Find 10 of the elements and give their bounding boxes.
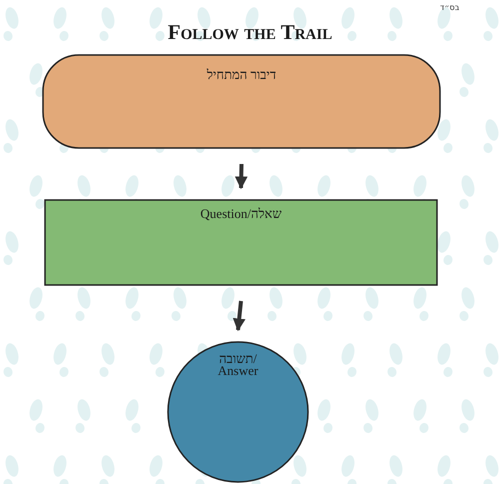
terminal-box	[43, 55, 440, 148]
node-text: Question/שאלה	[199, 208, 283, 220]
title: Follow the Trail	[166, 20, 334, 44]
process-box	[45, 200, 437, 285]
end-circle	[168, 342, 308, 482]
node-text: תשובה/ Answer	[216, 353, 260, 377]
arrow	[234, 164, 248, 190]
node-text: דיבור המתחיל	[206, 69, 278, 81]
arrow	[232, 300, 246, 332]
corner-note: בס״ד	[440, 3, 460, 13]
